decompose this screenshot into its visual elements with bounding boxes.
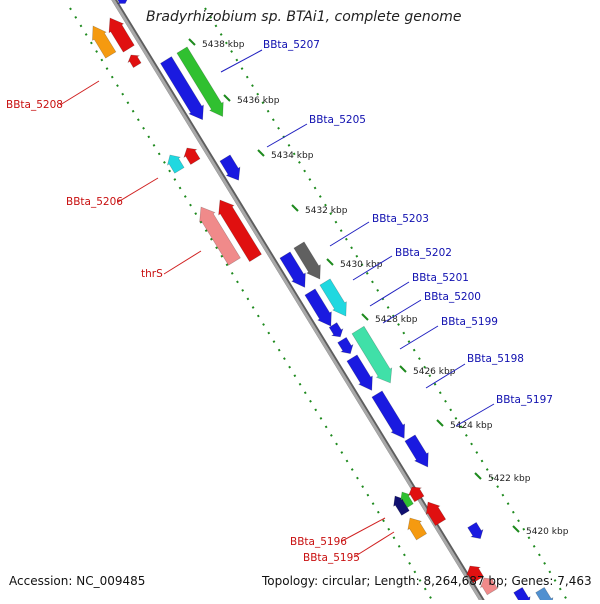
gene-label-bbta-5199[interactable]: BBta_5199 bbox=[441, 316, 498, 328]
gene-label-bbta-5196-leader bbox=[341, 517, 386, 542]
tick-label: 5426 kbp bbox=[413, 367, 456, 377]
gene-label-bbta-5208-leader bbox=[59, 80, 100, 106]
gene-label-bbta-5196[interactable]: BBta_5196 bbox=[290, 536, 347, 548]
gene-bbta-5207[interactable] bbox=[176, 46, 224, 117]
tick-label: 5432 kbp bbox=[305, 206, 348, 216]
gene-bottom-light-blue[interactable] bbox=[535, 586, 554, 604]
gene-small-blue[interactable] bbox=[328, 322, 344, 338]
gene-label-bbta-5207[interactable]: BBta_5207 bbox=[263, 39, 320, 51]
gene-bbta-5198[interactable] bbox=[346, 354, 373, 391]
gene-layer bbox=[92, 0, 554, 604]
gene-edge-blue[interactable] bbox=[467, 521, 484, 539]
gene-label-bbta-5208[interactable]: BBta_5208 bbox=[6, 99, 63, 111]
gene-label-bbta-5206-leader bbox=[117, 177, 159, 203]
label-layer: BBta_5207BBta_5205BBta_5203BBta_5202BBta… bbox=[6, 39, 553, 564]
gene-bottom-pink[interactable] bbox=[479, 577, 498, 596]
gene-bbta-5200[interactable] bbox=[304, 288, 332, 327]
gene-label-bbta-5205-leader bbox=[266, 123, 308, 148]
tick-mark bbox=[188, 38, 196, 46]
gene-label-bbta-5197[interactable]: BBta_5197 bbox=[496, 394, 553, 406]
tick-mark bbox=[361, 313, 369, 321]
gene-bottom-red[interactable] bbox=[465, 565, 484, 584]
gene-bbta-5196[interactable] bbox=[407, 486, 425, 503]
gene-thrs-pink[interactable] bbox=[199, 206, 241, 266]
gene-top-blue[interactable] bbox=[116, 0, 129, 4]
gene-label-bbta-5201-leader bbox=[369, 281, 410, 307]
gene-label-bbta-5207-leader bbox=[220, 49, 263, 73]
gene-thrs[interactable] bbox=[218, 199, 262, 263]
tick-label: 5434 kbp bbox=[271, 151, 314, 161]
gene-bbta-5198-small[interactable] bbox=[337, 336, 354, 354]
gene-bbta-5195-orange[interactable] bbox=[407, 517, 428, 541]
gene-label-thrs[interactable]: thrS bbox=[141, 268, 163, 280]
tick-layer: 5438 kbp 5436 kbp 5434 kbp 5432 kbp 5430 kbp… bbox=[188, 38, 569, 537]
gene-label-bbta-5197-leader bbox=[455, 403, 495, 427]
gene-bbta-5208-small[interactable] bbox=[127, 54, 142, 69]
gene-bottom-blue[interactable] bbox=[513, 586, 531, 604]
tick-label: 5424 kbp bbox=[450, 421, 493, 431]
gene-bbta-5201[interactable] bbox=[319, 278, 347, 317]
genome-title: Bradyrhizobium sp. BTAi1, complete genom… bbox=[146, 9, 462, 25]
gene-label-bbta-5200[interactable]: BBta_5200 bbox=[424, 291, 481, 303]
gene-label-bbta-5199-leader bbox=[399, 325, 439, 350]
tick-label: 5420 kbp bbox=[526, 527, 569, 537]
gene-label-thrs-leader bbox=[163, 250, 202, 275]
tick-mark bbox=[399, 365, 407, 373]
tick-label: 5422 kbp bbox=[488, 474, 531, 484]
tick-mark bbox=[512, 525, 520, 533]
tick-mark bbox=[291, 204, 299, 212]
tick-mark bbox=[474, 472, 482, 480]
gene-label-bbta-5203[interactable]: BBta_5203 bbox=[372, 213, 429, 225]
gene-bbta-5197-b[interactable] bbox=[404, 434, 429, 468]
gene-bbta-5206-blue[interactable] bbox=[160, 56, 204, 121]
gene-bbta-5206-red[interactable] bbox=[183, 147, 201, 165]
genome-backbone bbox=[111, 0, 484, 603]
gene-label-bbta-5202-leader bbox=[352, 255, 393, 281]
gene-bbta-5197[interactable] bbox=[371, 390, 406, 439]
gene-bbta-5195[interactable] bbox=[425, 501, 447, 527]
tick-label: 5438 kbp bbox=[202, 40, 245, 50]
accession-text: Accession: NC_009485 bbox=[9, 574, 146, 588]
tick-mark bbox=[436, 419, 444, 427]
tick-label: 5428 kbp bbox=[375, 315, 418, 325]
gene-label-bbta-5195-leader bbox=[353, 531, 395, 558]
gene-bbta-5208-orange[interactable] bbox=[92, 25, 117, 59]
gene-bbta-5199[interactable] bbox=[351, 325, 393, 384]
gene-bbta-5205[interactable] bbox=[219, 154, 241, 181]
gene-label-bbta-5198-leader bbox=[425, 363, 466, 389]
gene-label-bbta-5198[interactable]: BBta_5198 bbox=[467, 353, 524, 365]
gene-bbta-5206[interactable] bbox=[166, 154, 185, 174]
gene-bbta-5196-navy[interactable] bbox=[393, 495, 410, 516]
gene-bbta-5208[interactable] bbox=[108, 17, 135, 53]
gene-label-bbta-5202[interactable]: BBta_5202 bbox=[395, 247, 452, 259]
gene-label-bbta-5203-leader bbox=[329, 221, 370, 247]
gene-bbta-5196-green[interactable] bbox=[400, 491, 414, 508]
gene-bbta-5203[interactable] bbox=[293, 241, 321, 280]
topology-text: Topology: circular; Length: 8,264,687 bp… bbox=[262, 574, 592, 588]
gene-label-bbta-5200-leader bbox=[382, 299, 422, 324]
tick-label: 5430 kbp bbox=[340, 260, 383, 270]
gene-label-bbta-5195[interactable]: BBta_5195 bbox=[303, 552, 360, 564]
tick-mark bbox=[257, 149, 265, 157]
tick-label: 5436 kbp bbox=[237, 96, 280, 106]
gene-label-bbta-5205[interactable]: BBta_5205 bbox=[309, 114, 366, 126]
gene-label-bbta-5201[interactable]: BBta_5201 bbox=[412, 272, 469, 284]
tick-mark bbox=[326, 258, 334, 266]
gene-label-bbta-5206[interactable]: BBta_5206 bbox=[66, 196, 123, 208]
gene-bbta-5202[interactable] bbox=[279, 251, 306, 288]
tick-mark bbox=[223, 94, 231, 102]
